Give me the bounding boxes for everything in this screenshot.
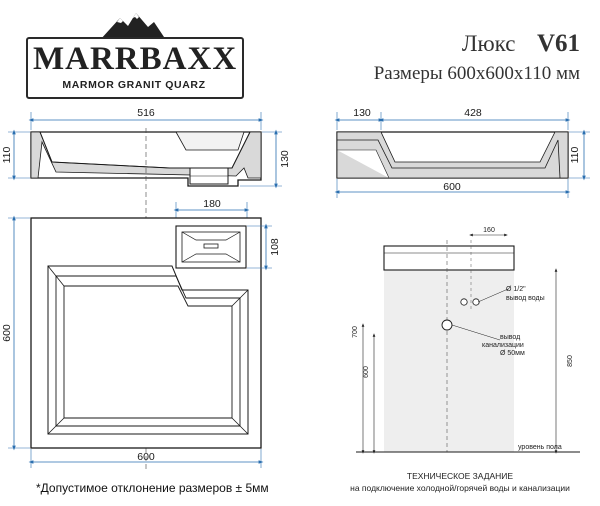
dim-plan-shelf-width: 180 xyxy=(203,198,221,210)
dim-plan-depth: 600 xyxy=(1,324,13,342)
dim-install-850: 850 xyxy=(567,355,574,367)
dim-side-height: 110 xyxy=(569,146,581,163)
model-sizes: Размеры 600х600х110 мм xyxy=(373,63,580,84)
floor-level-label: уровень пола xyxy=(518,444,562,451)
plan-view: 180 108 600 600 xyxy=(1,198,281,468)
dim-install-counter: 160 xyxy=(483,227,495,234)
spec-subtitle: на подключение холодной/горячей воды и к… xyxy=(350,483,570,493)
drain-size: Ø 50мм xyxy=(500,350,525,357)
dim-front-drain-height: 130 xyxy=(279,150,291,168)
front-section-view: 516 110 130 xyxy=(1,107,291,470)
spec-title: ТЕХНИЧЕСКОЕ ЗАДАНИЕ xyxy=(406,471,514,481)
model-series: Люкс xyxy=(461,31,516,56)
side-section-view: 130 428 110 600 xyxy=(334,107,590,198)
water-outlet-label: вывод воды xyxy=(506,295,545,302)
dim-side-total: 600 xyxy=(443,181,461,193)
dim-front-height: 110 xyxy=(1,146,13,163)
brand-name: MARRBAXX xyxy=(33,41,238,77)
brand-tagline: MARMOR GRANIT QUARZ xyxy=(62,79,206,91)
logo-mountain-icon xyxy=(100,13,166,40)
dim-plan-width: 600 xyxy=(137,451,155,463)
model-code: V61 xyxy=(536,30,580,57)
dim-plan-shelf-depth: 108 xyxy=(269,238,281,256)
dim-front-width: 516 xyxy=(137,107,155,119)
logo-frame xyxy=(26,37,244,99)
dim-side-bowl: 428 xyxy=(464,107,482,119)
drain-label-2: канализации xyxy=(482,342,524,349)
drain-label-1: вывод xyxy=(500,334,520,341)
dim-side-shelf: 130 xyxy=(353,107,371,119)
dim-install-700: 700 xyxy=(352,326,359,338)
dim-install-600: 600 xyxy=(363,366,370,378)
water-pipe-size: Ø 1/2" xyxy=(506,286,526,293)
model-title: Люкс V61 xyxy=(330,30,580,58)
tolerance-note: *Допустимое отклонение размеров ± 5мм xyxy=(36,481,269,495)
installation-scheme: 160 Ø 1/2" вывод воды вывод канализации … xyxy=(352,227,580,454)
